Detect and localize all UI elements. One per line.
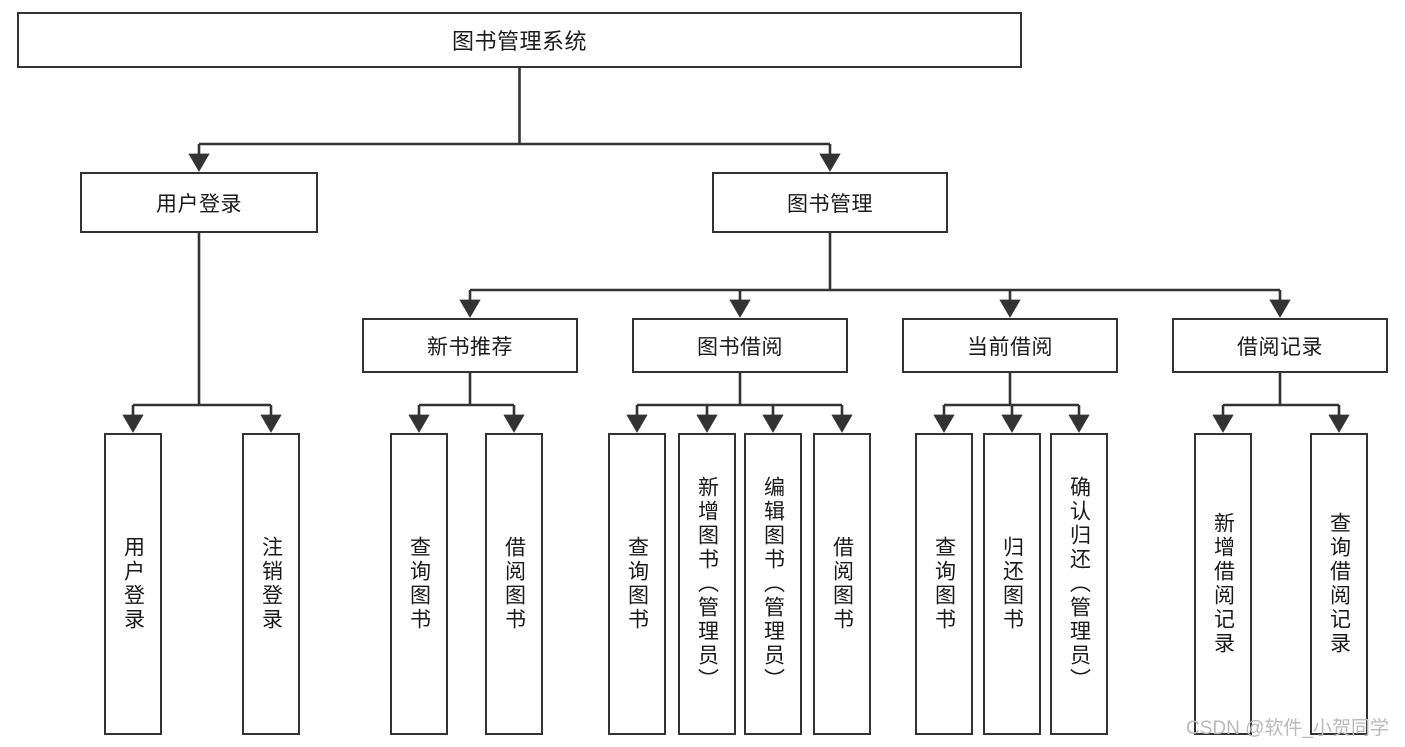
node-label: 借阅记录 (1237, 335, 1323, 359)
node-label: 注销登录 (259, 536, 283, 632)
node-label: 查询图书 (407, 536, 431, 632)
node-leaf-cur-1[interactable]: 查询图书 (915, 433, 973, 735)
node-borrow[interactable]: 图书借阅 (632, 318, 848, 373)
node-leaf-login-2[interactable]: 注销登录 (242, 433, 300, 735)
node-leaf-new-1[interactable]: 查询图书 (390, 433, 448, 735)
node-newbook[interactable]: 新书推荐 (362, 318, 578, 373)
node-label: 用户登录 (121, 536, 145, 632)
node-label: 图书借阅 (697, 335, 783, 359)
csdn-watermark: CSDN @软件_小贺同学 (1186, 718, 1389, 739)
node-leaf-new-2[interactable]: 借阅图书 (485, 433, 543, 735)
node-label: 查询图书 (932, 536, 956, 632)
node-label: 借阅图书 (502, 536, 526, 632)
node-current[interactable]: 当前借阅 (902, 318, 1118, 373)
node-label: 查询借阅记录 (1327, 512, 1351, 656)
node-leaf-bor-3[interactable]: 编辑图书（管理员） (744, 433, 802, 735)
node-login[interactable]: 用户登录 (80, 172, 318, 233)
node-leaf-cur-3[interactable]: 确认归还（管理员） (1050, 433, 1108, 735)
node-leaf-cur-2[interactable]: 归还图书 (983, 433, 1041, 735)
node-bookmgmt[interactable]: 图书管理 (712, 172, 948, 233)
node-label: 查询图书 (625, 536, 649, 632)
node-label: 用户登录 (156, 192, 242, 216)
node-leaf-bor-2[interactable]: 新增图书（管理员） (678, 433, 736, 735)
node-label: 确认归还（管理员） (1067, 476, 1091, 692)
node-label: 图书管理 (787, 192, 873, 216)
node-label: 新增图书（管理员） (695, 476, 719, 692)
node-root[interactable]: 图书管理系统 (17, 12, 1022, 68)
node-label: 当前借阅 (967, 335, 1053, 359)
node-leaf-bor-1[interactable]: 查询图书 (608, 433, 666, 735)
node-label: 归还图书 (1000, 536, 1024, 632)
node-leaf-bor-4[interactable]: 借阅图书 (813, 433, 871, 735)
node-label: 图书管理系统 (451, 29, 587, 54)
node-label: 新书推荐 (427, 335, 513, 359)
node-records[interactable]: 借阅记录 (1172, 318, 1388, 373)
node-leaf-login-1[interactable]: 用户登录 (104, 433, 162, 735)
node-label: 新增借阅记录 (1211, 512, 1235, 656)
node-label: 编辑图书（管理员） (761, 476, 785, 692)
node-leaf-rec-2[interactable]: 查询借阅记录 (1310, 433, 1368, 735)
node-leaf-rec-1[interactable]: 新增借阅记录 (1194, 433, 1252, 735)
node-label: 借阅图书 (830, 536, 854, 632)
